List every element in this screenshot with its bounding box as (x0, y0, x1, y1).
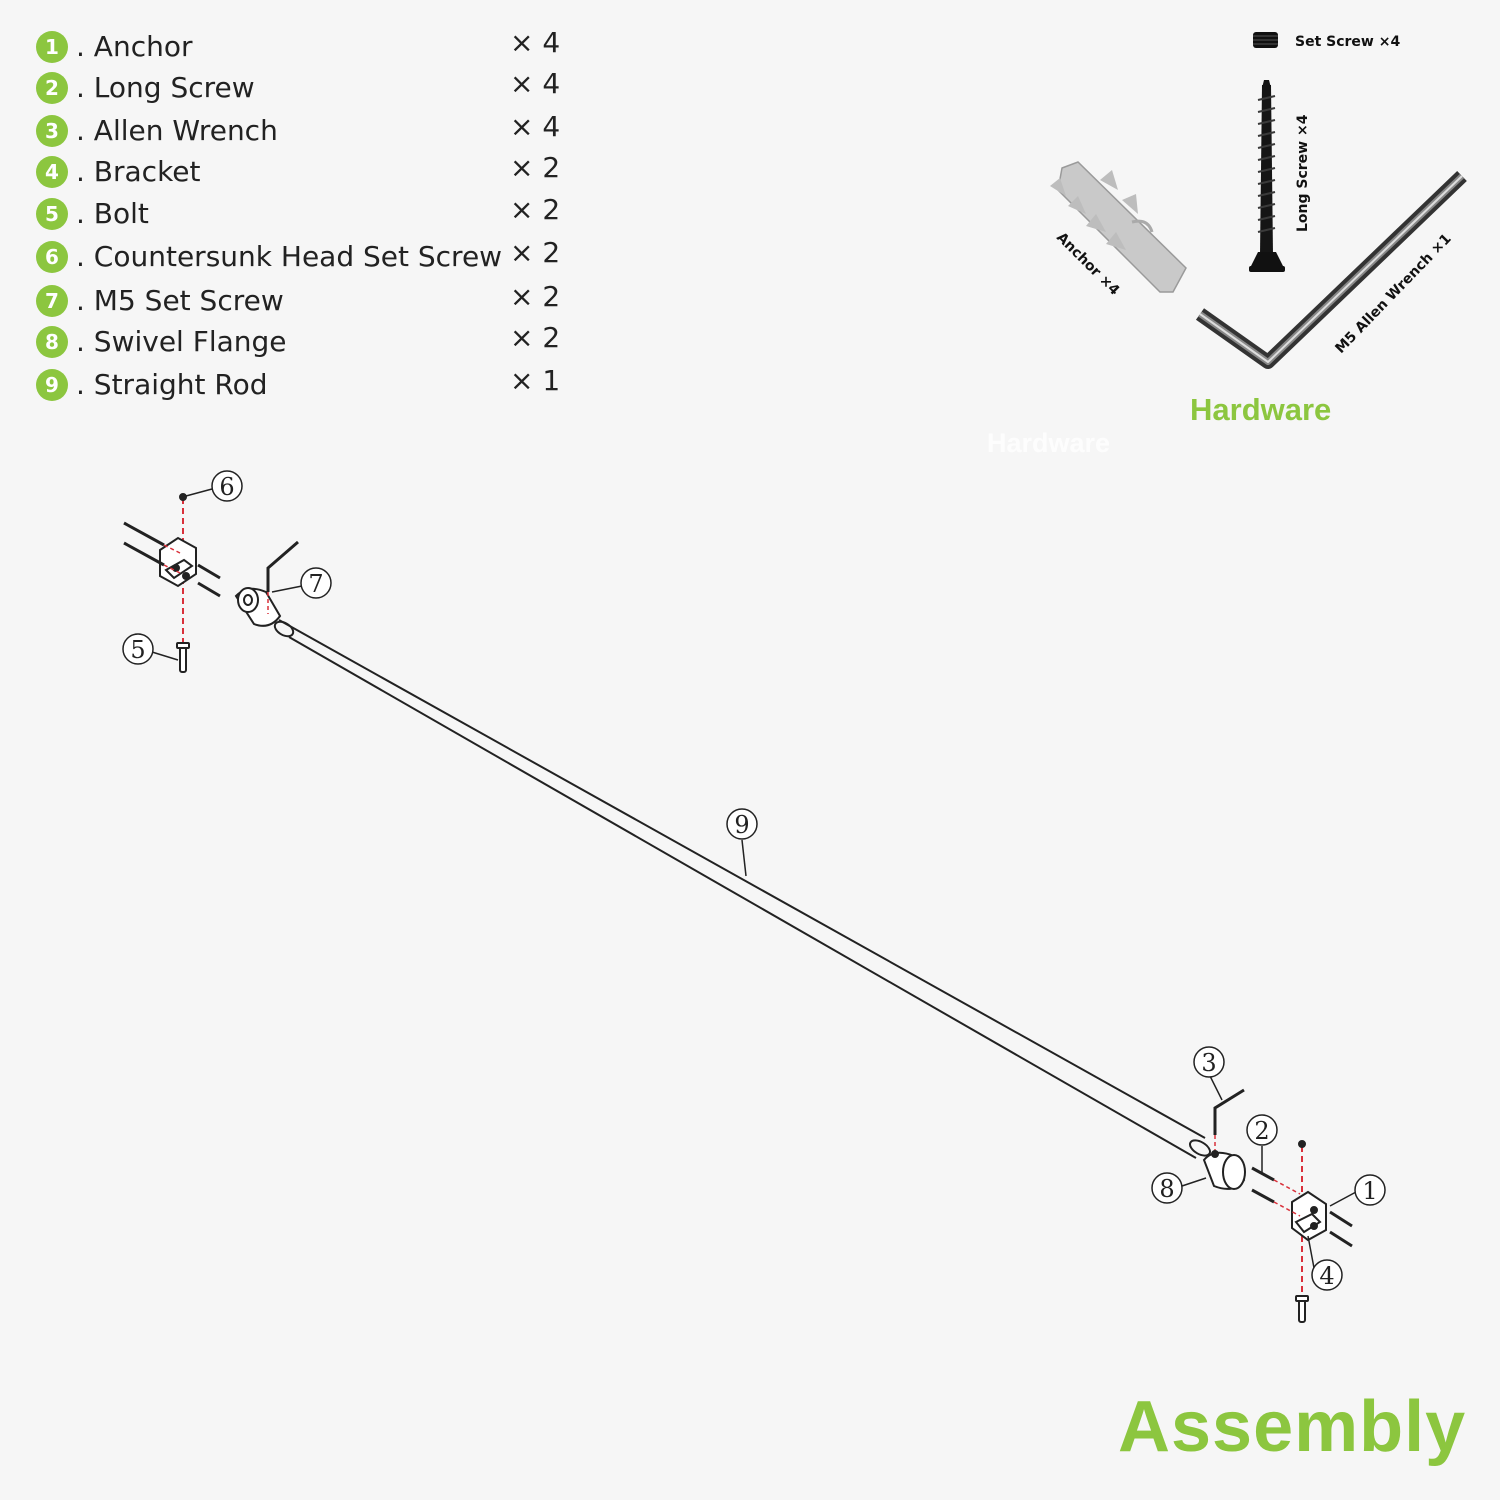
part-name: . Long Screw (76, 71, 255, 104)
part-name: . M5 Set Screw (76, 284, 284, 317)
assembly-title: Assembly (1118, 1387, 1467, 1467)
part-name: . Bolt (76, 197, 149, 230)
part-quantity: × 2 (510, 280, 561, 313)
callout-2: 2 (1246, 1114, 1278, 1146)
part-row-bracket: 4 . Bracket × 2 (36, 151, 596, 193)
svg-text:8: 8 (1159, 1175, 1174, 1203)
svg-text:1: 1 (1362, 1177, 1377, 1205)
left-swivel-flange (234, 540, 299, 627)
part-name: . Countersunk Head Set Screw (76, 240, 503, 273)
part-name: . Straight Rod (76, 368, 268, 401)
svg-text:7: 7 (308, 570, 323, 598)
hardware-watermark-title: Hardware (987, 428, 1111, 458)
part-row-countersunk-set-screw: 6 . Countersunk Head Set Screw × 2 (36, 236, 596, 278)
right-swivel-flange (1202, 1088, 1246, 1190)
part-number-badge: 3 (36, 115, 68, 147)
anchor-icon (1050, 161, 1187, 293)
set-screw-label: Set Screw ×4 (1295, 34, 1400, 50)
callout-leaders (151, 488, 1357, 1269)
part-number-badge: 9 (36, 369, 68, 401)
left-bracket-assembly (123, 493, 221, 673)
part-quantity: × 2 (510, 193, 561, 226)
part-name: . Swivel Flange (76, 325, 287, 358)
part-row-m5-set-screw: 7 . M5 Set Screw × 2 (36, 280, 596, 322)
part-quantity: × 4 (510, 26, 561, 59)
part-number-badge: 4 (36, 156, 68, 188)
part-row-straight-rod: 9 . Straight Rod × 1 (36, 364, 596, 406)
callout-5: 5 (122, 633, 154, 665)
long-screw-label: Long Screw ×4 (1295, 114, 1311, 232)
part-row-bolt: 5 . Bolt × 2 (36, 193, 596, 235)
part-quantity: × 1 (510, 364, 561, 397)
part-row-allen-wrench: 3 . Allen Wrench × 4 (36, 110, 596, 152)
part-number-badge: 6 (36, 241, 68, 273)
part-row-swivel-flange: 8 . Swivel Flange × 2 (36, 321, 596, 363)
long-screw-icon (1249, 80, 1285, 272)
part-number-badge: 1 (36, 31, 68, 63)
part-number-badge: 8 (36, 326, 68, 358)
part-row-long-screw: 2 . Long Screw × 4 (36, 67, 596, 109)
callout-6: 6 (211, 470, 243, 502)
right-bracket-assembly (1251, 1140, 1353, 1323)
callout-7: 7 (300, 567, 332, 599)
part-quantity: × 2 (510, 321, 561, 354)
part-name: . Bracket (76, 155, 201, 188)
svg-text:4: 4 (1319, 1262, 1334, 1290)
callout-8: 8 (1151, 1172, 1183, 1204)
svg-text:3: 3 (1201, 1049, 1216, 1077)
part-name: . Anchor (76, 30, 193, 63)
part-quantity: × 2 (510, 151, 561, 184)
svg-text:2: 2 (1254, 1117, 1269, 1145)
part-number-badge: 2 (36, 72, 68, 104)
callout-3: 3 (1193, 1046, 1225, 1078)
part-name: . Allen Wrench (76, 114, 278, 147)
part-number-badge: 5 (36, 198, 68, 230)
callout-1: 1 (1354, 1174, 1386, 1206)
part-quantity: × 2 (510, 236, 561, 269)
part-row-anchor: 1 . Anchor × 4 (36, 26, 596, 68)
callout-9: 9 (726, 808, 758, 840)
part-number-badge: 7 (36, 285, 68, 317)
hardware-title: Hardware (1190, 392, 1332, 427)
part-quantity: × 4 (510, 110, 561, 143)
straight-rod (273, 619, 1211, 1159)
svg-text:5: 5 (130, 636, 145, 664)
allen-wrench-icon (1195, 170, 1467, 369)
part-quantity: × 4 (510, 67, 561, 100)
set-screw-icon (1253, 32, 1278, 48)
svg-text:9: 9 (734, 811, 749, 839)
callout-4: 4 (1311, 1259, 1343, 1291)
svg-text:6: 6 (219, 473, 234, 501)
